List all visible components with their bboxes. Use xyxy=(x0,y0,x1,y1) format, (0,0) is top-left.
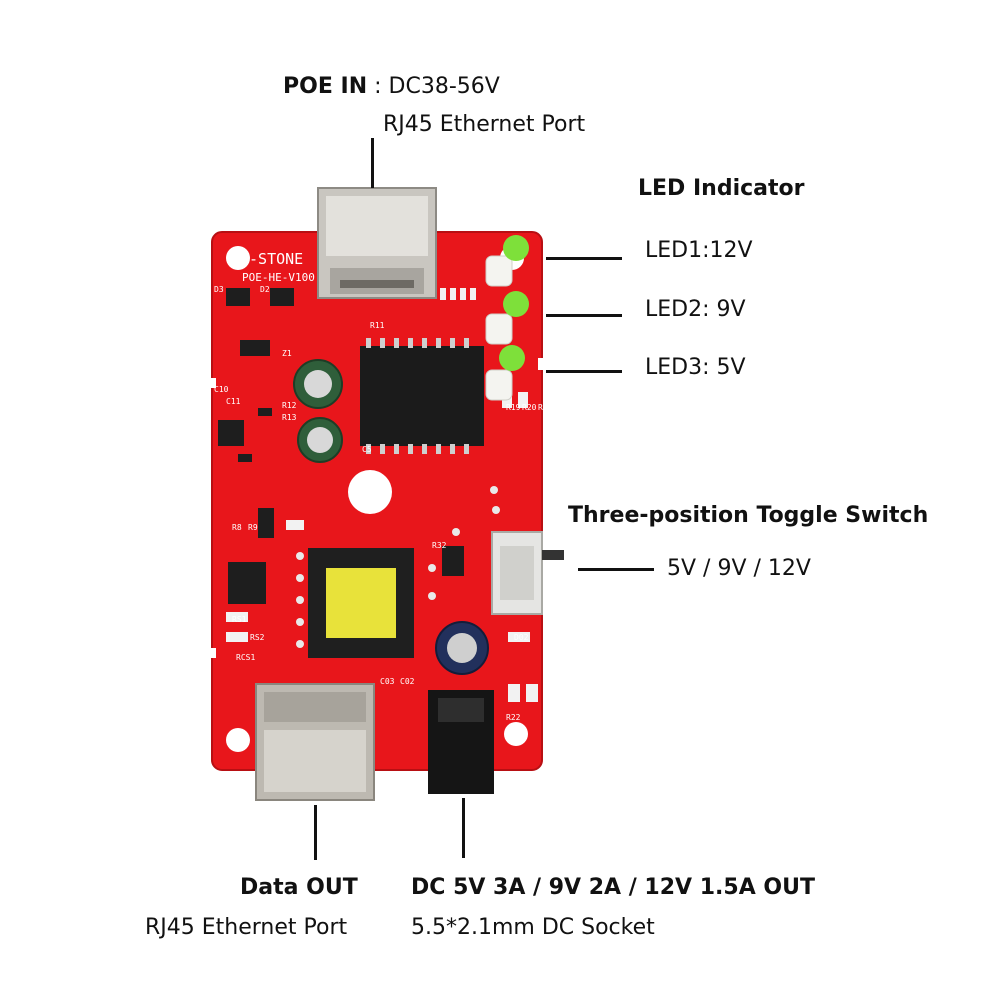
callout-line-poe-in xyxy=(371,138,374,188)
led2-label: LED2: 9V xyxy=(645,297,746,322)
silkscreen-label: Z1 xyxy=(282,349,292,358)
silkscreen-label: R19 xyxy=(506,403,521,412)
silkscreen-label: C11 xyxy=(226,397,241,406)
toggle-switch xyxy=(491,531,564,615)
electrolytic-capacitor xyxy=(435,621,489,675)
data-out-rj45-port xyxy=(255,683,375,801)
dc-out-socket-label: 5.5*2.1mm DC Socket xyxy=(411,915,655,940)
callout-line-data-out xyxy=(314,805,317,860)
led-2 xyxy=(485,291,529,345)
dc-socket xyxy=(428,690,494,794)
led-1 xyxy=(485,235,529,287)
silkscreen-label: R13 xyxy=(282,413,297,422)
board-model: POE-HE-V100 xyxy=(242,271,315,284)
callout-line-led2 xyxy=(546,314,622,317)
mounting-hole xyxy=(226,246,250,270)
callout-line-led1 xyxy=(546,257,622,260)
mounting-hole xyxy=(504,722,528,746)
silkscreen-label: C10 xyxy=(214,385,229,394)
led-3 xyxy=(485,345,525,401)
solder-pads xyxy=(296,486,500,648)
poe-in-port-label: RJ45 Ethernet Port xyxy=(383,112,586,137)
mounting-hole xyxy=(226,728,250,752)
smd-components xyxy=(218,288,464,604)
poe-in-title: POE IN xyxy=(283,74,368,99)
silkscreen-label: D3 xyxy=(214,285,224,294)
silkscreen-label: RS1 xyxy=(232,615,247,624)
poe-in-voltage: DC38-56V xyxy=(388,74,500,99)
data-out-title: Data OUT xyxy=(240,875,358,900)
poe-in-rj45-port xyxy=(317,187,437,299)
led-indicator-title: LED Indicator xyxy=(638,176,805,201)
poe-in-heading: POE IN : DC38-56V xyxy=(283,76,500,98)
silkscreen-label: RS2 xyxy=(250,633,265,642)
silkscreen-label: R12 xyxy=(282,401,297,410)
power-transformer xyxy=(308,548,414,658)
silkscreen-label: R11 xyxy=(370,321,385,330)
led3-label: LED3: 5V xyxy=(645,355,746,380)
silkscreen-label: R22 xyxy=(506,713,521,722)
silkscreen-label: R32 xyxy=(432,541,447,550)
toggle-switch-options: 5V / 9V / 12V xyxy=(667,556,811,581)
callout-line-toggle xyxy=(578,568,654,571)
board-brand: T-STONE xyxy=(240,250,303,268)
silkscreen-label: C5 xyxy=(362,445,372,454)
silkscreen-label: C02 xyxy=(400,677,415,686)
silkscreen-label: R8 xyxy=(232,523,242,532)
poe-in-separator: : xyxy=(367,74,389,99)
electrolytic-capacitor xyxy=(297,417,343,463)
callout-line-dc-out xyxy=(462,798,465,858)
dc-out-title: DC 5V 3A / 9V 2A / 12V 1.5A OUT xyxy=(411,875,815,900)
silkscreen-label: D2 xyxy=(260,285,270,294)
silkscreen-label: R9 xyxy=(248,523,258,532)
transformer-ic xyxy=(360,338,484,454)
silkscreen-label: R20 xyxy=(522,403,537,412)
silkscreen-label: RCS1 xyxy=(236,653,255,662)
callout-line-led3 xyxy=(546,370,622,373)
electrolytic-capacitor xyxy=(293,359,343,409)
center-hole xyxy=(348,470,392,514)
data-out-port-label: RJ45 Ethernet Port xyxy=(145,915,348,940)
toggle-switch-title: Three-position Toggle Switch xyxy=(568,503,929,528)
silkscreen-label: D02 xyxy=(514,633,529,642)
silkscreen-label: C03 xyxy=(380,677,395,686)
led1-label: LED1:12V xyxy=(645,238,753,263)
silkscreen-label: R21 xyxy=(538,403,553,412)
